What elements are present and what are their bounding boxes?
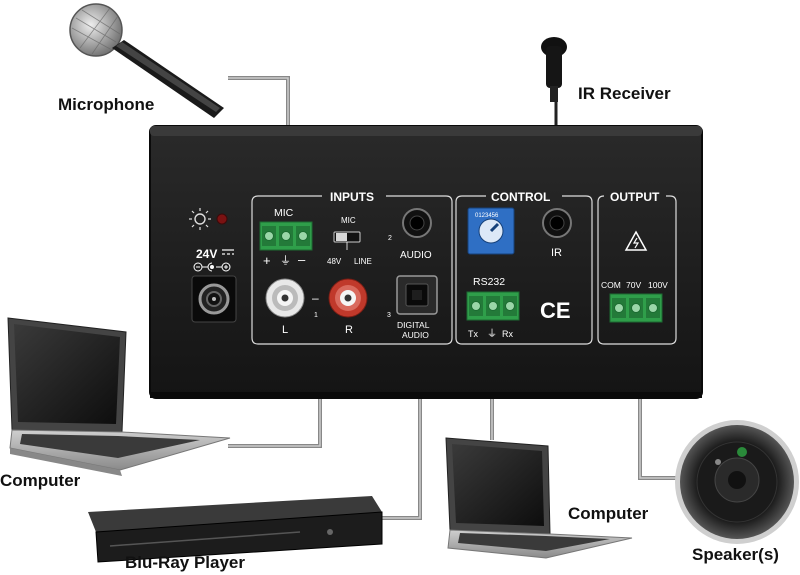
svg-text:0123456: 0123456: [475, 213, 499, 219]
power-voltage-label: 24V: [196, 247, 217, 261]
mic-line-switch[interactable]: [333, 231, 361, 243]
output-frame: [597, 195, 677, 345]
microphone-label: Microphone: [58, 95, 155, 114]
wire-bluray: [380, 398, 422, 520]
computer-left-label: Computer: [0, 471, 81, 490]
inputs-title: INPUTS: [330, 190, 374, 204]
mic-terminal-block[interactable]: [259, 221, 313, 251]
rca-dash: –: [312, 291, 319, 305]
digital-audio-label-1: DIGITAL: [397, 320, 430, 330]
polarity-symbol-icon: [193, 262, 231, 272]
mic-label: MIC: [274, 207, 294, 219]
computer-right-label: Computer: [568, 504, 649, 523]
control-title: CONTROL: [491, 190, 550, 204]
rca-l-label: L: [282, 324, 288, 336]
microphone-device: [69, 3, 224, 118]
computer-left-device: [7, 317, 231, 476]
rs232-terminal-block[interactable]: [466, 291, 520, 321]
wire-computer-left: [228, 398, 322, 448]
speaker-label: Speaker(s): [692, 545, 779, 564]
mic-pin-ground: ⏚: [280, 254, 291, 267]
wire-microphone: [228, 76, 290, 130]
ir-receiver-device: [541, 37, 567, 102]
power-led: [216, 213, 228, 225]
amplifier-unit: 24V INPUTS MIC + ⏚ – MIC: [149, 125, 703, 399]
output-terminal-block[interactable]: [609, 293, 663, 323]
rca-left-jack[interactable]: [265, 278, 305, 318]
light-sensor-icon: [189, 208, 211, 230]
computer-right-device: [445, 437, 633, 559]
input-3-number: 3: [387, 312, 391, 319]
wire-speaker: [638, 398, 680, 480]
dc-symbol-icon: [222, 249, 234, 255]
ir-receiver-label: IR Receiver: [578, 84, 671, 103]
rs232-rx-label: Rx: [502, 329, 513, 339]
optical-digital-jack[interactable]: [396, 275, 438, 315]
output-100v-label: 100V: [648, 280, 668, 290]
rca-right-jack[interactable]: [328, 278, 368, 318]
switch-line-label: LINE: [354, 257, 372, 266]
output-com-label: COM: [601, 280, 621, 290]
address-rotary-dial[interactable]: 0123456: [467, 207, 515, 255]
rs232-label: RS232: [473, 276, 505, 288]
output-title: OUTPUT: [610, 190, 660, 204]
audio-jack[interactable]: [402, 208, 432, 238]
bluray-player-device: [88, 496, 383, 563]
rca-r-label: R: [345, 324, 353, 336]
digital-audio-label-2: AUDIO: [402, 330, 429, 340]
inputs-frame: [251, 195, 453, 345]
mic-pin-minus: –: [298, 252, 306, 267]
rs232-ground-label: ⏚: [487, 328, 497, 340]
warning-triangle-icon: [624, 230, 648, 251]
ce-mark: CE: [540, 298, 571, 323]
ir-label: IR: [551, 247, 562, 259]
switch-mic-label: MIC: [341, 216, 356, 225]
ceiling-speaker-device: [675, 420, 799, 544]
switch-48v-label: 48V: [327, 257, 342, 266]
ir-jack[interactable]: [542, 208, 572, 238]
output-70v-label: 70V: [626, 280, 641, 290]
input-2-number: 2: [388, 235, 392, 242]
rs232-tx-label: Tx: [468, 329, 478, 339]
mic-pin-plus: +: [263, 253, 271, 268]
audio-label: AUDIO: [400, 250, 432, 261]
input-1-number: 1: [314, 312, 318, 319]
dc-power-jack[interactable]: [191, 275, 237, 323]
control-frame: [455, 195, 593, 345]
bluray-label: Blu-Ray Player: [125, 553, 245, 572]
